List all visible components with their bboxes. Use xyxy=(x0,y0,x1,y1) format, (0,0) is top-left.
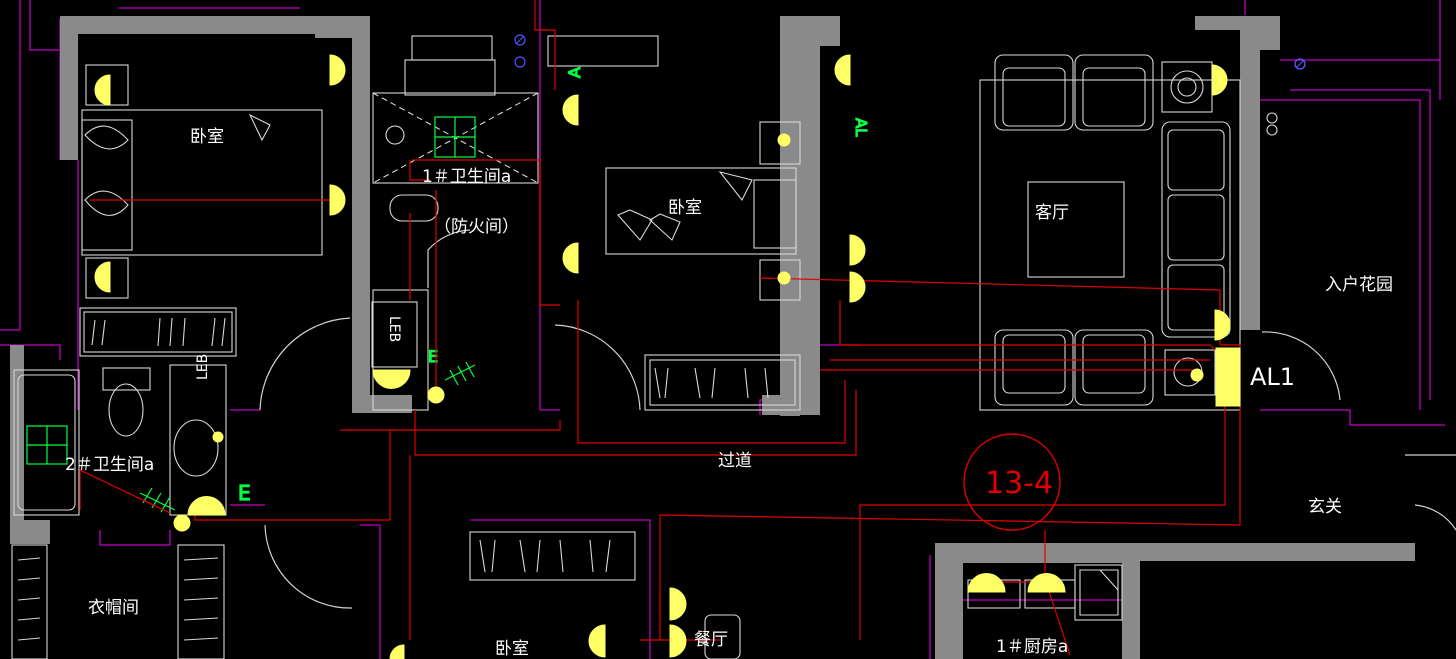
electrical-panel-al1 xyxy=(1215,347,1241,407)
room-label-bedroom-center: 卧室 xyxy=(668,198,702,218)
room-label-bathroom1: 1＃卫生间a xyxy=(422,167,511,187)
lamps xyxy=(94,54,1231,659)
room-label-bedroom-south: 卧室 xyxy=(495,639,529,659)
room-label-fire-room: （防火间） xyxy=(434,217,519,237)
leb-label-bathroom1: LEB xyxy=(386,316,402,342)
room-label-foyer: 玄关 xyxy=(1308,497,1342,517)
circuit-al-label: AL xyxy=(852,118,870,137)
room-labels: 卧室 1＃卫生间a （防火间） 卧室 客厅 入户花园 AL1 2＃卫生间a 过道… xyxy=(65,127,1393,659)
room-label-entry-garden: 入户花园 xyxy=(1325,275,1393,295)
room-label-bedroom-nw: 卧室 xyxy=(190,127,224,147)
walls xyxy=(10,16,1415,659)
circuit-e1-label: E xyxy=(428,347,438,366)
room-label-dining: 餐厅 xyxy=(694,630,728,650)
room-label-kitchen: 1＃厨房a xyxy=(996,637,1068,657)
drawing-stamp-circle xyxy=(963,433,1061,531)
panel-tag-al1: AL1 xyxy=(1250,363,1295,391)
drawing-stamp-label: 13-4 xyxy=(985,466,1053,501)
room-label-corridor: 过道 xyxy=(718,451,752,471)
room-label-bathroom2: 2＃卫生间a xyxy=(65,455,154,475)
room-label-cloakroom: 衣帽间 xyxy=(88,598,139,618)
outlet-symbols xyxy=(514,34,1306,70)
furniture xyxy=(11,35,1306,659)
circuit-e2-label: E xyxy=(238,481,251,505)
circuit-a1-label: A xyxy=(565,67,584,78)
green-fixtures: E E A AL xyxy=(26,66,871,513)
door-swings xyxy=(259,229,1456,609)
leb-label-bathroom2: LEB xyxy=(195,354,211,380)
room-label-living-room: 客厅 xyxy=(1035,203,1069,223)
wiring xyxy=(79,0,1241,656)
